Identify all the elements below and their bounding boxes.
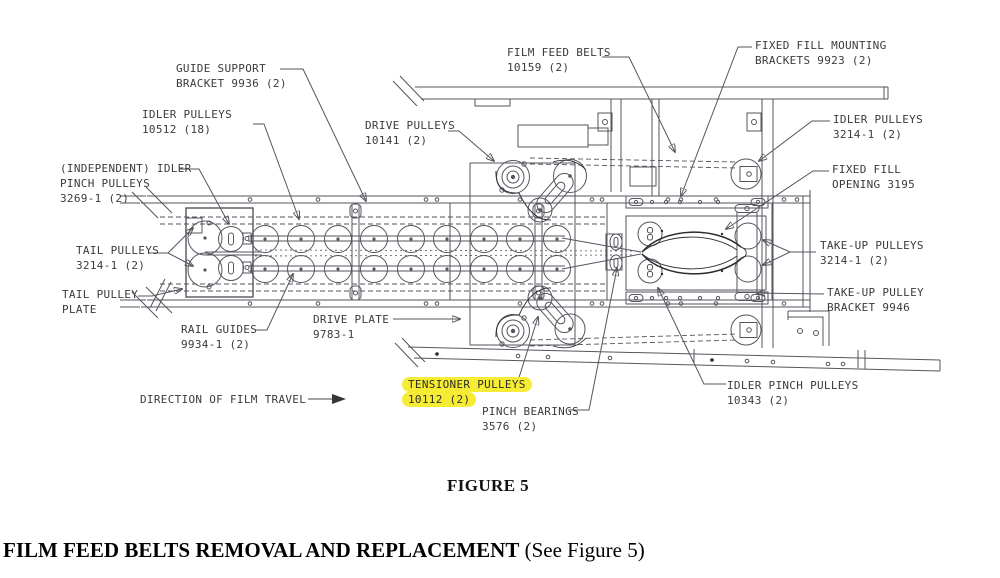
label-line: PINCH BEARINGS <box>482 405 579 418</box>
label-fixed-fill-opening: FIXED FILL OPENING 3195 <box>832 162 915 192</box>
label-line: TAKE-UP PULLEY <box>827 286 924 299</box>
tensioner-pulley-bottom <box>527 285 586 345</box>
label-line: 3214-1 (2) <box>833 128 903 141</box>
direction-arrow <box>308 394 346 404</box>
label-line: TAKE-UP PULLEYS <box>820 239 924 252</box>
label-line: 3269-1 (2) <box>60 192 130 205</box>
idler-pinch-pulleys <box>637 221 663 284</box>
section-heading-title: FILM FEED BELTS REMOVAL AND REPLACEMENT <box>3 538 520 562</box>
label-line: TAIL PULLEY <box>62 288 139 301</box>
top-beam <box>392 75 889 107</box>
label-pinch-bearings: PINCH BEARINGS 3576 (2) <box>482 404 579 434</box>
label-line: FIXED FILL MOUNTING <box>755 39 887 52</box>
label-line: 3576 (2) <box>482 420 538 433</box>
highlighted-label-line: 10112 (2) <box>402 392 477 407</box>
label-line: 10343 (2) <box>727 394 790 407</box>
label-line: 3214-1 (2) <box>76 259 146 272</box>
take-up-pulley-bracket <box>734 204 760 301</box>
highlighted-label-line: TENSIONER PULLEYS <box>402 377 532 392</box>
label-guide-support-bracket: GUIDE SUPPORT BRACKET 9936 (2) <box>176 61 287 91</box>
tail-pulley-assembly <box>185 207 254 298</box>
label-line: BRACKETS 9923 (2) <box>755 54 873 67</box>
right-idler-pulley-top <box>730 158 762 190</box>
take-up-pulley <box>734 255 762 283</box>
label-line: 10512 (18) <box>142 123 212 136</box>
label-line: TAIL PULLEYS <box>76 244 160 257</box>
label-idler-pulleys-right: IDLER PULLEYS 3214-1 (2) <box>833 112 923 142</box>
label-line: DRIVE PULLEYS <box>365 119 455 132</box>
label-line: 10141 (2) <box>365 134 428 147</box>
label-line: FILM FEED BELTS <box>507 46 611 59</box>
take-up-pulley <box>734 222 762 250</box>
label-line: GUIDE SUPPORT <box>176 62 266 75</box>
label-line: 9934-1 (2) <box>181 338 251 351</box>
section-heading: FILM FEED BELTS REMOVAL AND REPLACEMENT … <box>3 538 645 563</box>
label-line: PINCH PULLEYS <box>60 177 150 190</box>
label-independent-idler-pinch-pulleys: (INDEPENDENT) IDLER PINCH PULLEYS 3269-1… <box>60 161 192 206</box>
label-line: BRACKET 9936 (2) <box>176 77 287 90</box>
label-line: 9783-1 <box>313 328 355 341</box>
drive-plate-assembly <box>469 159 587 349</box>
label-line: PLATE <box>62 303 97 316</box>
take-up-assembly <box>605 158 830 346</box>
figure-caption: FIGURE 5 <box>446 476 530 495</box>
label-line: (INDEPENDENT) IDLER <box>60 162 192 175</box>
label-fixed-fill-mounting-brackets: FIXED FILL MOUNTING BRACKETS 9923 (2) <box>755 38 887 68</box>
rail-guides <box>205 235 642 272</box>
label-take-up-pulley-bracket: TAKE-UP PULLEY BRACKET 9946 <box>827 285 924 315</box>
label-line: IDLER PULLEYS <box>142 108 232 121</box>
label-drive-pulleys: DRIVE PULLEYS 10141 (2) <box>365 118 455 148</box>
idler-pulley-rows <box>251 225 571 283</box>
label-film-feed-belts: FILM FEED BELTS 10159 (2) <box>507 45 611 75</box>
label-line: DRIVE PLATE <box>313 313 390 326</box>
label-tail-pulleys: TAIL PULLEYS 3214-1 (2) <box>76 243 159 273</box>
label-drive-plate: DRIVE PLATE 9783-1 <box>313 312 389 342</box>
tensioner-pulley-top <box>527 159 587 223</box>
label-line: OPENING 3195 <box>832 178 916 191</box>
leader-lines <box>138 46 830 411</box>
label-line: IDLER PULLEYS <box>833 113 923 126</box>
label-take-up-pulleys: TAKE-UP PULLEYS 3214-1 (2) <box>820 238 924 268</box>
label-direction-of-film-travel: DIRECTION OF FILM TRAVEL <box>140 392 306 407</box>
label-line: FIXED FILL <box>832 163 902 176</box>
label-idler-pinch-pulleys: IDLER PINCH PULLEYS 10343 (2) <box>727 378 859 408</box>
label-tail-pulley-plate: TAIL PULLEY PLATE <box>62 287 138 317</box>
pinch-bearings <box>609 233 623 272</box>
label-line: DIRECTION OF FILM TRAVEL <box>140 393 307 406</box>
drive-pulley-bottom <box>496 314 530 348</box>
label-line: 10159 (2) <box>507 61 570 74</box>
label-rail-guides: RAIL GUIDES 9934-1 (2) <box>181 322 257 352</box>
label-line: 3214-1 (2) <box>820 254 890 267</box>
corner-angle-bracket <box>787 310 830 346</box>
label-idler-pulleys-left: IDLER PULLEYS 10512 (18) <box>142 107 232 137</box>
right-idler-pulley-bottom <box>730 314 762 346</box>
section-heading-note: (See Figure 5) <box>519 538 645 562</box>
frame-bolt-holes <box>247 197 800 306</box>
label-line: BRACKET 9946 <box>827 301 911 314</box>
label-line: RAIL GUIDES <box>181 323 258 336</box>
bottom-beam <box>394 337 941 372</box>
label-line: IDLER PINCH PULLEYS <box>727 379 859 392</box>
film-feed-belts-crossing <box>641 229 747 276</box>
frame-posts <box>517 99 774 348</box>
label-tensioner-pulleys-highlighted: TENSIONER PULLEYS 10112 (2) <box>402 377 532 407</box>
